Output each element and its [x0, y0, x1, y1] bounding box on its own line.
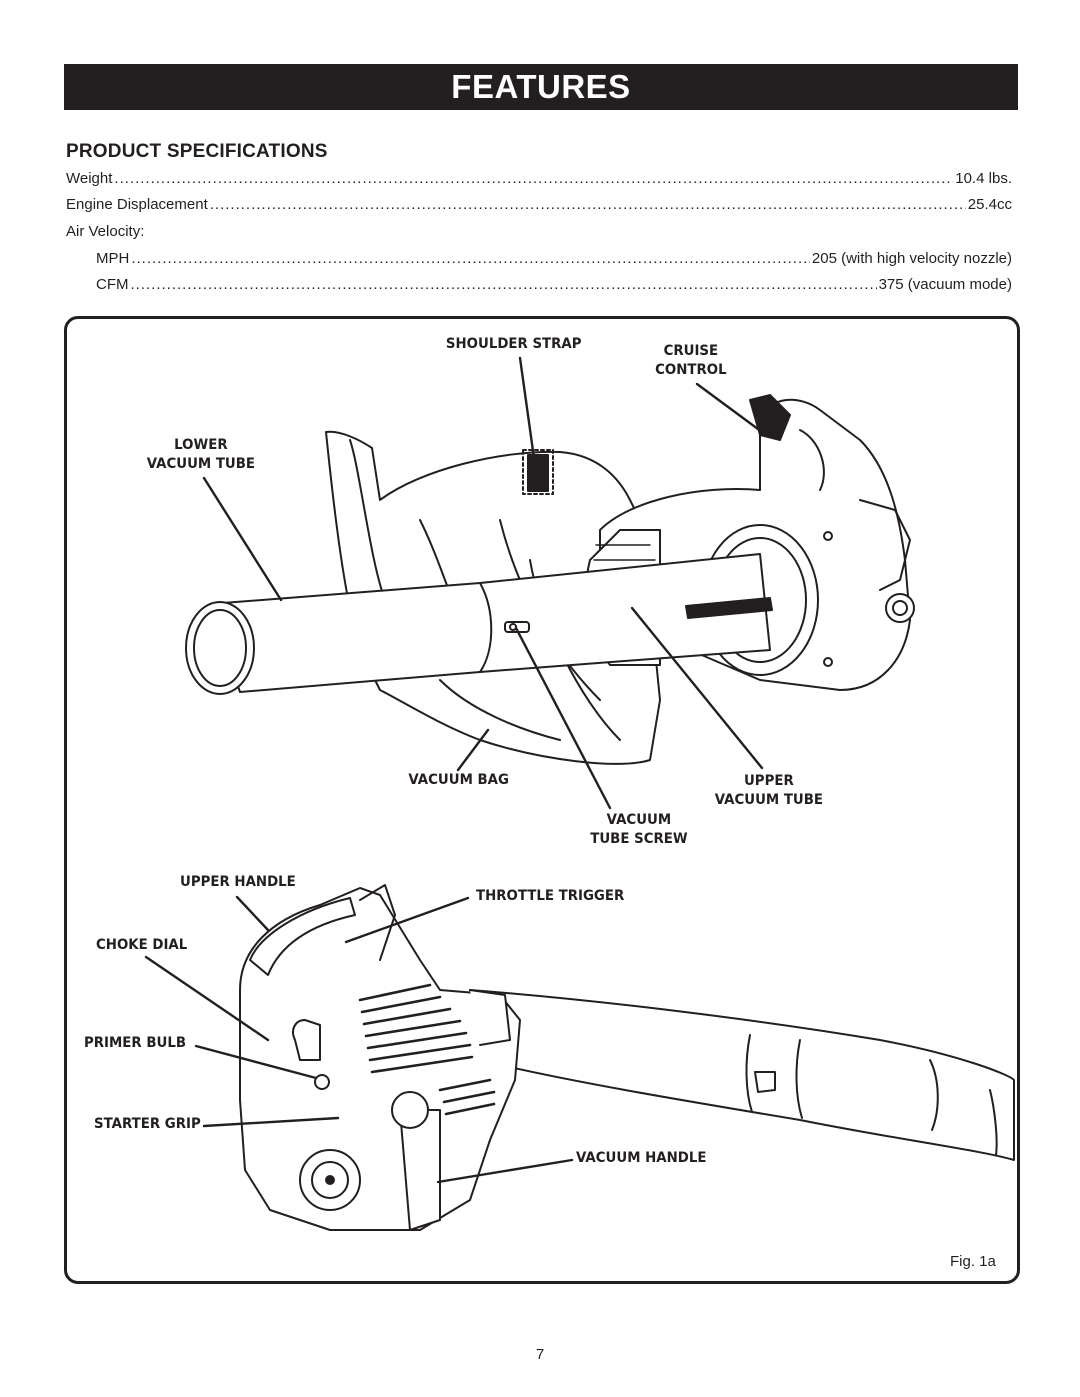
- dot-leader: ........................................…: [209, 196, 966, 213]
- section-title: PRODUCT SPECIFICATIONS: [66, 141, 328, 162]
- features-banner: FEATURES: [64, 64, 1018, 110]
- dot-leader: ........................................…: [114, 170, 953, 187]
- callout-primer-bulb: PRIMER BULB: [84, 1035, 186, 1051]
- leader-lines-top: [202, 356, 764, 810]
- callout-upper-vacuum-tube: UPPER VACUUM TUBE: [714, 773, 824, 808]
- figure-caption: Fig. 1a: [950, 1253, 996, 1270]
- callout-vacuum-bag: VACUUM BAG: [408, 772, 509, 788]
- vacuum-tube-shape: [185, 553, 773, 695]
- shoulder-strap-shape: [522, 449, 554, 495]
- callout-starter-grip: STARTER GRIP: [94, 1116, 201, 1132]
- leader-lines-bottom: [144, 895, 574, 1184]
- callout-throttle-trigger: THROTTLE TRIGGER: [476, 888, 625, 904]
- spec-weight: Weight .................................…: [66, 170, 1012, 190]
- callout-vacuum-tube-screw: VACUUM TUBE SCREW: [590, 812, 688, 847]
- callout-shoulder-strap: SHOULDER STRAP: [445, 336, 582, 352]
- figure-frame: [64, 316, 1020, 1284]
- callout-choke-dial: CHOKE DIAL: [96, 937, 188, 953]
- spec-mph: MPH ....................................…: [96, 250, 1012, 270]
- blower-tube-shape: [469, 989, 1015, 1161]
- spec-mph-label: MPH: [96, 250, 130, 267]
- callout-lower-vacuum-tube: LOWER VACUUM TUBE: [146, 437, 256, 472]
- spec-displacement-value: 25.4cc: [967, 196, 1012, 213]
- spec-weight-value: 10.4 lbs.: [955, 170, 1012, 187]
- engine-body-shape: [239, 884, 521, 1231]
- dot-leader: ........................................…: [130, 276, 877, 293]
- callout-upper-handle: UPPER HANDLE: [180, 874, 296, 890]
- spec-displacement: Engine Displacement ....................…: [66, 196, 1012, 216]
- page-number: 7: [535, 1346, 545, 1363]
- spec-air-velocity: Air Velocity:: [66, 223, 1012, 243]
- spec-weight-label: Weight: [66, 170, 113, 187]
- spec-cfm-label: CFM: [96, 276, 129, 293]
- spec-air-velocity-label: Air Velocity:: [66, 223, 145, 240]
- callout-cruise-control: CRUISE CONTROL: [655, 343, 727, 378]
- spec-displacement-label: Engine Displacement: [66, 196, 208, 213]
- callout-vacuum-handle: VACUUM HANDLE: [576, 1150, 707, 1166]
- spec-cfm-value: 375 (vacuum mode): [878, 276, 1012, 293]
- spec-mph-value: 205 (with high velocity nozzle): [811, 250, 1012, 267]
- dot-leader: ........................................…: [131, 250, 810, 267]
- spec-cfm: CFM ....................................…: [96, 276, 1012, 296]
